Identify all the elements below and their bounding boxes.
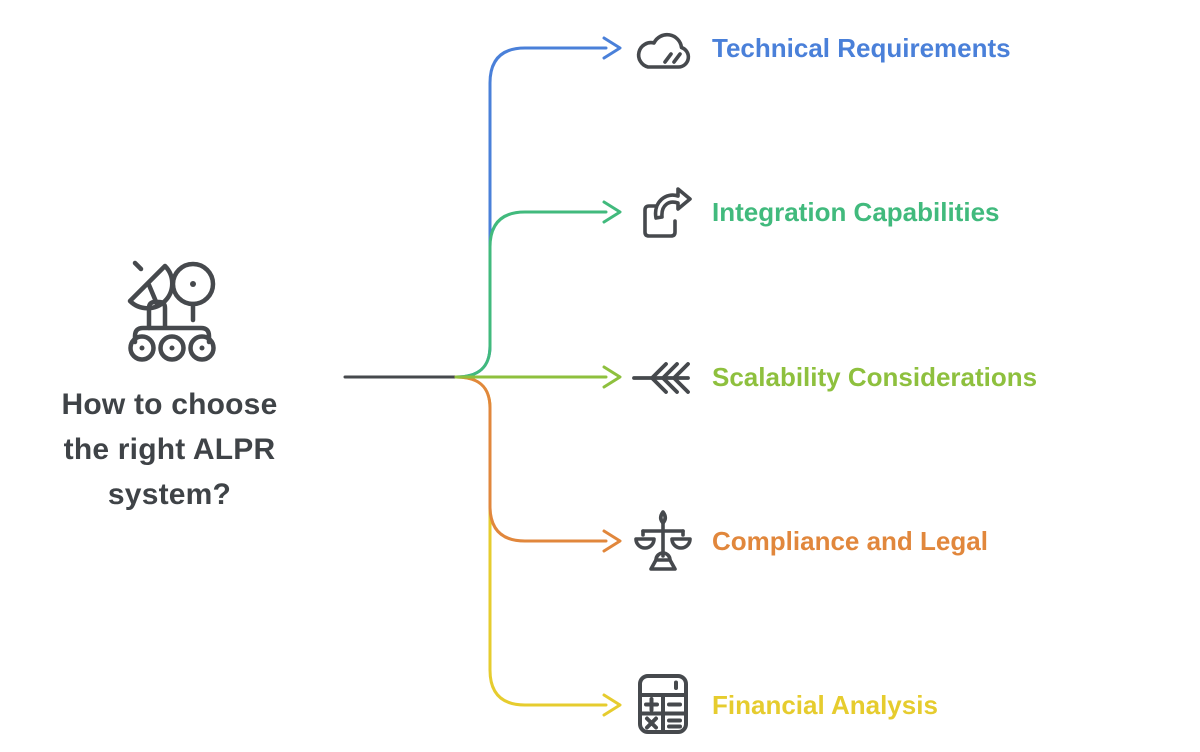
arrowhead-integration [602, 200, 622, 224]
branch-line-compliance [454, 375, 608, 543]
export-arrow-icon [636, 184, 692, 247]
arrowhead-financial [602, 693, 622, 717]
arrowhead-compliance [602, 529, 622, 553]
branch-line-integration [454, 210, 608, 379]
root-question-title: How to choose the right ALPR system? [22, 382, 317, 517]
scales-icon [632, 509, 694, 580]
node-label-financial-analysis[interactable]: Financial Analysis [712, 690, 938, 720]
root-title-line: system? [107, 478, 232, 511]
arrowhead-technical [602, 36, 622, 60]
arrowhead-scalability [602, 365, 622, 389]
branch-line-technical [454, 46, 608, 379]
calculator-icon [637, 673, 689, 740]
rover-icon [115, 256, 225, 362]
node-label-integration-capabilities[interactable]: Integration Capabilities [712, 197, 1000, 227]
root-title-line: How to choose [61, 388, 278, 421]
rewind-chevrons-icon [630, 358, 696, 403]
node-label-scalability-considerations[interactable]: Scalability Considerations [712, 362, 1038, 392]
branch-line-financial [454, 375, 608, 707]
cloud-icon [634, 26, 696, 81]
node-label-technical-requirements[interactable]: Technical Requirements [712, 33, 1011, 63]
root-title-line: the right ALPR [63, 433, 276, 466]
node-label-compliance-and-legal[interactable]: Compliance and Legal [712, 526, 988, 556]
